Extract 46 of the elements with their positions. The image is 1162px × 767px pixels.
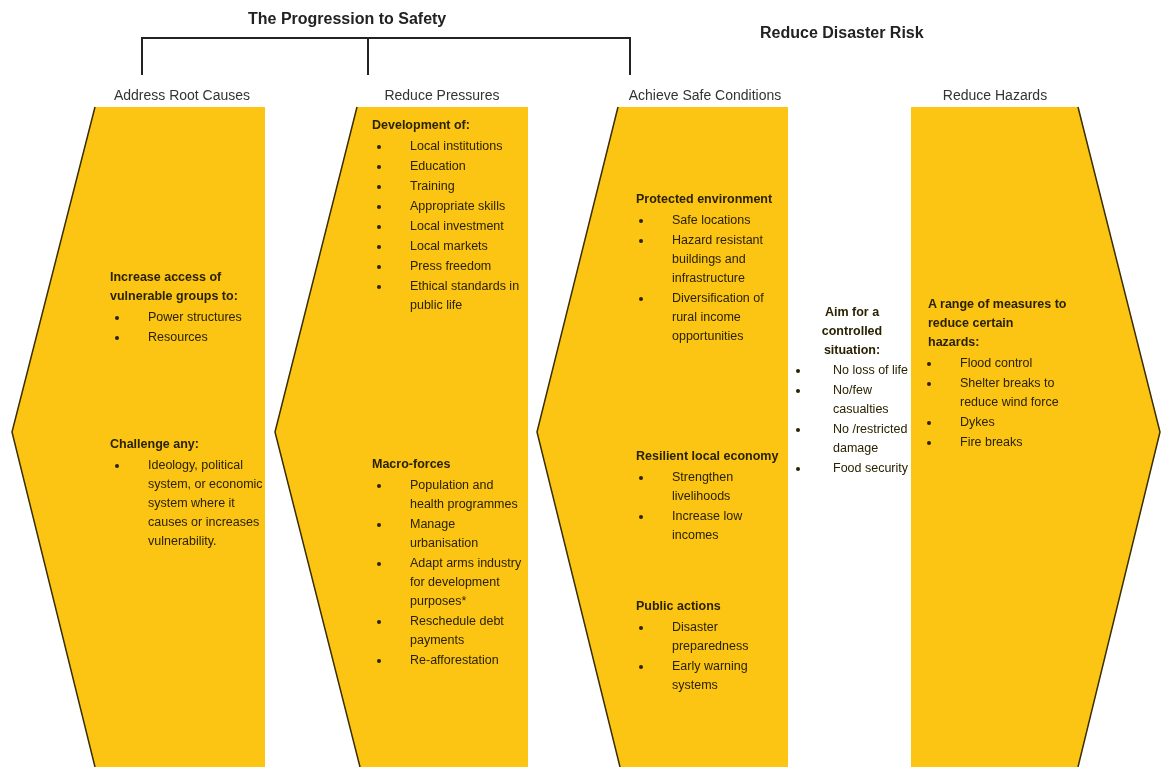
bullet-text: Adapt arms industry for development purposes* <box>410 555 523 610</box>
bullet-text: Diversification of rural income opportunities <box>672 290 765 345</box>
section-heading: Protected environment <box>636 191 774 208</box>
bullet-text: Local markets <box>410 238 489 255</box>
bullet-text: Reschedule debt payments <box>410 613 505 649</box>
bullet-text: Flood control <box>960 355 1034 372</box>
section-heading: Resilient local economy <box>636 448 780 465</box>
bullet-text: Ethical standards in public life <box>410 278 521 314</box>
bullet-text: Education <box>410 158 467 175</box>
bullet-text: Re-afforestation <box>410 652 500 669</box>
bullet-text: Increase low incomes <box>672 508 744 544</box>
bullet-text: Shelter breaks to reduce wind force <box>960 375 1060 411</box>
bullet-text: Local investment <box>410 218 505 235</box>
column-heading: Reduce Hazards <box>941 86 1049 105</box>
bullet-text: Power structures <box>148 309 243 326</box>
section-heading: Macro-forces <box>372 456 452 473</box>
bullet-text: Training <box>410 178 456 195</box>
section-heading: Increase access of vulnerable groups to: <box>110 269 239 305</box>
bullet-text: Strengthen livelihoods <box>672 469 735 505</box>
bullet-text: Food security <box>833 460 909 477</box>
bullet-text: Disaster preparedness <box>672 619 750 655</box>
column-heading: Address Root Causes <box>112 86 252 105</box>
section-heading: Development of: <box>372 117 471 134</box>
bullet-text: No loss of life <box>833 362 909 379</box>
diagram-title: The Progression to Safety <box>248 10 447 28</box>
bullet-text: No /restricted damage <box>833 421 909 457</box>
bullet-text: Early warning systems <box>672 658 749 694</box>
bullet-text: Dykes <box>960 414 996 431</box>
bullet-text: Hazard resistant buildings and infrastructure <box>672 232 764 287</box>
column-heading: Achieve Safe Conditions <box>627 86 783 105</box>
section-heading: A range of measures to reduce certain hazards: <box>928 296 1068 351</box>
bullet-text: No/few casualties <box>833 382 890 418</box>
bullet-text: Resources <box>148 329 209 346</box>
side-heading: Reduce Disaster Risk <box>760 24 924 42</box>
bullet-text: Fire breaks <box>960 434 1024 451</box>
bullet-text: Press freedom <box>410 258 493 275</box>
section-heading: Challenge any: <box>110 436 200 453</box>
bullet-text: Ideology, political system, or economic system where it causes or increases vulnerability. <box>148 457 263 550</box>
section-heading: Public actions <box>636 598 722 615</box>
bullet-text: Population and health programmes <box>410 477 519 513</box>
bullet-text: Local institutions <box>410 138 504 155</box>
bullet-text: Safe locations <box>672 212 752 229</box>
bullet-text: Manage urbanisation <box>410 516 480 552</box>
column-heading: Reduce Pressures <box>383 86 501 105</box>
bullet-text: Appropriate skills <box>410 198 507 215</box>
section-heading: Aim for a controlled situation: <box>820 304 884 359</box>
